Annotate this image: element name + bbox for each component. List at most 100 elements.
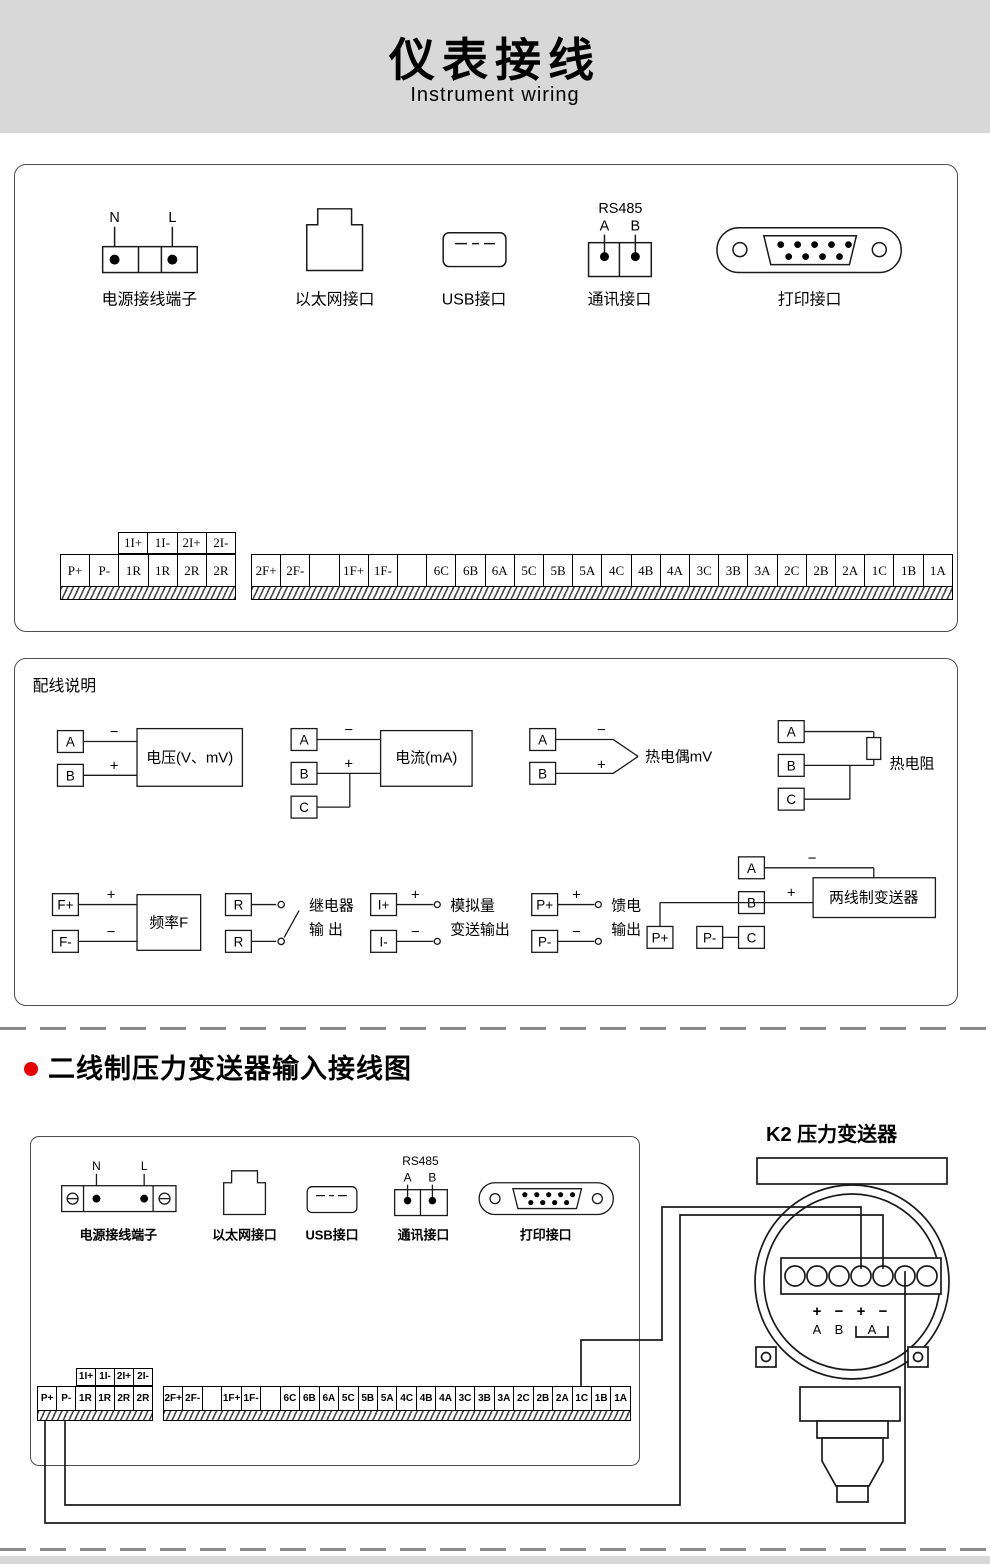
wiring-two-wire-transmitter: A B C P+ P- − + 两线制变送器 [646,851,937,949]
terminal-1C: 1C [865,555,895,586]
polarity-sign: − [572,924,581,940]
power-terminal-icon: N L [61,1159,177,1213]
terminal-1B: 1B [592,1387,612,1410]
terminal-label: B [300,766,309,781]
wiring-thermocouple: A B − + 热电偶mV [529,723,712,785]
wiring-frequency: F+ F- + − 频率F [51,888,202,953]
terminal-1R: 1R [76,1387,96,1410]
ethernet-icon [223,1170,267,1216]
terminal-base-hatch [163,1411,631,1421]
terminal-4C: 4C [397,1387,417,1410]
terminal-2F+: 2F+ [252,555,282,586]
terminal-base-hatch [60,587,236,600]
item-label: 电压(V、mV) [146,749,233,766]
pin-l: L [168,210,176,226]
terminal-2R: 2R [136,1392,150,1404]
transmitter-sign: + [813,1303,822,1320]
polarity-sign: − [411,924,420,940]
terminal-1C: 1C [573,1387,592,1410]
item-label: 热电阻 [890,755,935,772]
terminal-3C: 3C [690,555,720,586]
terminal-label: P- [703,930,716,945]
transmitter-sign: − [835,1303,844,1320]
terminal-label: I- [379,934,387,949]
page-title: 仪表接线 [389,34,601,86]
terminal-3B: 3B [475,1387,495,1410]
terminal-2B: 2B [807,555,837,586]
terminal-label: C [786,792,796,807]
terminal-label: C [299,800,309,815]
terminal-2I-: 2I- [137,1371,149,1382]
resistor-symbol [866,736,882,761]
terminal-1A: 1A [614,1392,628,1404]
terminal-6C: 6C [427,555,457,586]
terminal-label: B [787,758,796,773]
pin-n: N [92,1159,101,1173]
polarity-sign: + [107,888,116,904]
terminal-2C: 2C [514,1387,534,1410]
transmitter-letter: B [835,1322,844,1337]
transmitter-sign: + [857,1303,866,1320]
terminal-2A: 2A [553,1387,573,1410]
terminal-label: F+ [57,898,73,913]
transmitter-sign: − [879,1303,888,1320]
terminal-label: P- [538,934,551,949]
printer-port-icon [716,226,902,274]
page-header: 仪表接线 Instrument wiring [0,0,990,133]
terminal-label: R [234,934,244,949]
terminal-1F+: 1F+ [222,1387,242,1410]
item-label: 馈电 [611,898,641,915]
terminal-6A: 6A [486,555,515,586]
terminal-label: P+ [652,930,669,945]
terminal-6C: 6C [281,1387,301,1410]
terminal-1I-: 1I- [148,533,178,553]
connector-diagram: N L 电源接线端子 以太网接口 USB接口 RS485 A [102,201,902,308]
terminal-5C: 5C [339,1387,359,1410]
terminal-P-: P- [90,555,120,586]
terminal-blank [310,555,340,586]
terminal-5C: 5C [515,555,545,586]
section-heading: 二线制压力变送器输入接线图 [48,1054,412,1084]
ethernet-icon [306,208,364,272]
strip-current-inputs: 1I+1I-2I+2I- [76,1368,153,1386]
terminal-4C: 4C [602,555,632,586]
polarity-sign: + [344,756,353,772]
terminal-2R: 2R [213,562,229,578]
terminal-4A: 4A [436,1387,456,1410]
terminal-2F+: 2F+ [164,1387,184,1410]
panel-rear-connectors: N L 电源接线端子 以太网接口 USB接口 RS485 A [14,164,958,632]
printer-label: 打印接口 [778,290,842,308]
rs485-type: RS485 [598,201,642,217]
printer-label: 打印接口 [520,1227,572,1242]
panel-example-wiring: N L 电源接线端子 以太网接口 USB接口 RS485 A [30,1136,640,1466]
terminal-1F-: 1F- [242,1387,262,1410]
terminal-6B: 6B [456,555,486,586]
polarity-sign: + [110,758,119,774]
terminal-2B: 2B [534,1387,554,1410]
terminal-5B: 5B [359,1387,378,1410]
ethernet-label: 以太网接口 [212,1227,277,1242]
terminal-label: A [300,733,309,748]
terminal-label: A [538,733,547,748]
panel-wiring-guide: 配线说明 A B − + 电压(V、mV) A B C − + 电流(mA) [14,658,958,1006]
terminal-2R: 2R [115,1387,134,1410]
item-label: 频率F [149,914,188,931]
page-subtitle: Instrument wiring [410,84,580,106]
pin-b: B [428,1171,436,1185]
terminal-label: A [787,725,796,740]
usb-label: USB接口 [442,290,507,308]
terminal-3C: 3C [456,1387,476,1410]
terminal-1R: 1R [96,1387,115,1410]
terminal-2C: 2C [778,555,807,586]
pin-l: L [141,1159,148,1173]
terminal-2A: 2A [836,555,866,586]
terminal-blank [261,1387,281,1410]
transmitter-letter: A [868,1322,877,1337]
terminal-3B: 3B [719,555,749,586]
power-terminal-label: 电源接线端子 [80,1227,158,1242]
wiring-feed-output: P+ P- + − 馈电 输出 [531,888,641,953]
usb-label: USB接口 [305,1227,358,1242]
terminal-2F-: 2F- [183,1387,203,1410]
